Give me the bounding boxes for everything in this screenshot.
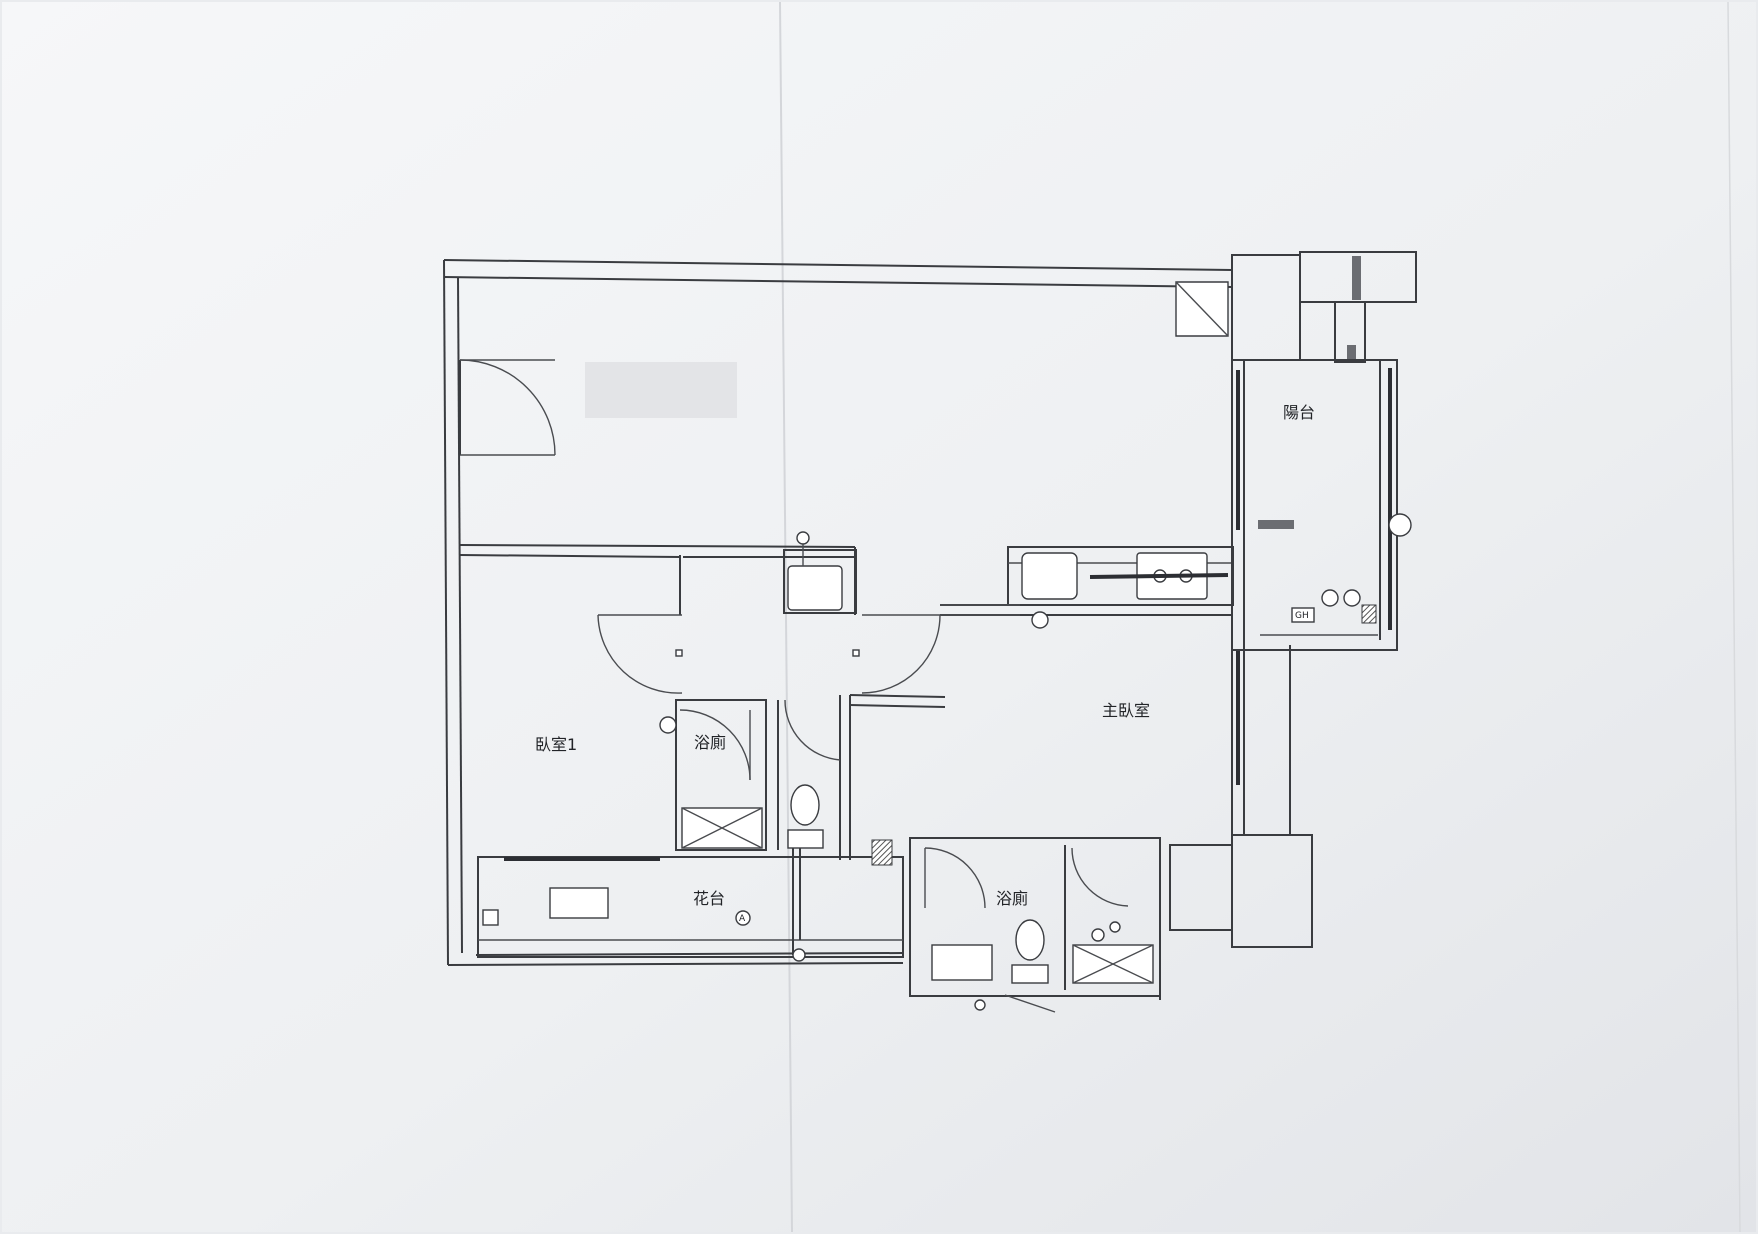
bathroom-a-fixtures [659,716,824,849]
toilet-icon-b [1015,919,1045,961]
room-label-bedroom1: 臥室1 [535,735,577,754]
planter-area: A [477,839,904,962]
section-marker: A [739,914,746,924]
room-label-bathroom-a: 浴廁 [694,733,726,752]
paper-right-fold [1727,1,1741,1233]
room-label-bathroom-b: 浴廁 [996,889,1028,908]
entry-door [459,359,556,456]
bedroom-doors [597,604,1020,781]
kitchen-counter [1007,546,1234,629]
kitchen-sink-icon [1021,552,1078,600]
room-label-balcony: 陽台 [1283,403,1315,422]
toilet-icon [790,784,820,826]
redacted-area [585,362,737,418]
paper-fold-line [779,1,793,1233]
outer-walls [443,251,1417,966]
room-label-master-bedroom: 主臥室 [1102,701,1150,720]
room-label-planter: 花台 [693,889,725,908]
basin-icon [787,565,843,611]
gas-heater-tag: GH [1295,611,1309,621]
balcony: GH [1231,359,1412,651]
bathroom-b [909,837,1161,1013]
corridor-basin [783,531,857,614]
vanity-basin-icon [931,944,993,981]
planter-box-icon [549,887,609,919]
